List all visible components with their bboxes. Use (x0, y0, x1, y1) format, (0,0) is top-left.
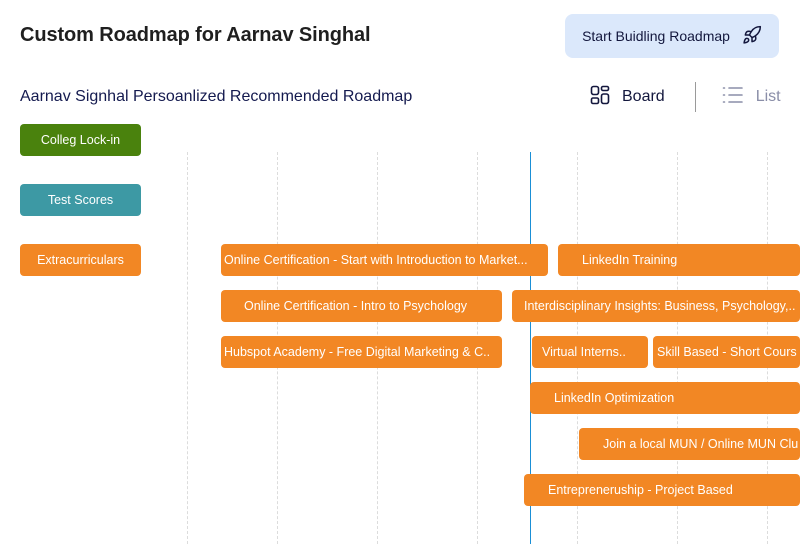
task-label: Virtual Interns.. (542, 345, 626, 359)
category-extracurriculars[interactable]: Extracurriculars (20, 244, 141, 276)
task-label: Online Certification - Intro to Psycholo… (244, 299, 468, 313)
today-marker-line (530, 152, 531, 544)
roadmap-task-bar[interactable]: Virtual Interns.. (532, 336, 648, 368)
timeline-gridline (187, 152, 188, 544)
roadmap-task-bar[interactable]: Entrepreneruship - Project Based (524, 474, 800, 506)
task-label: Online Certification - Start with Introd… (224, 253, 528, 267)
roadmap-task-bar[interactable]: Hubspot Academy - Free Digital Marketing… (221, 336, 502, 368)
task-label: Skill Based - Short Cours (657, 345, 797, 359)
category-label: Extracurriculars (37, 253, 124, 267)
roadmap-task-bar[interactable]: Skill Based - Short Cours (653, 336, 800, 368)
page-title: Custom Roadmap for Aarnav Singhal (20, 24, 371, 46)
roadmap-task-bar[interactable]: Online Certification - Intro to Psycholo… (221, 290, 502, 322)
view-board-tab[interactable]: Board (590, 85, 665, 110)
roadmap-task-bar[interactable]: LinkedIn Training (558, 244, 800, 276)
view-toggle: Board List (590, 82, 781, 112)
task-label: Entrepreneruship - Project Based (548, 483, 733, 497)
task-label: LinkedIn Training (582, 253, 678, 267)
rocket-icon (742, 25, 762, 48)
view-list-label: List (755, 88, 781, 105)
roadmap-task-bar[interactable]: Online Certification - Start with Introd… (221, 244, 548, 276)
category-label: Test Scores (47, 193, 114, 207)
roadmap-subtitle: Aarnav Signhal Persoanlized Recommended … (20, 88, 413, 105)
category-label: Colleg Lock-in (40, 133, 121, 147)
view-list-tab[interactable]: List (722, 86, 781, 109)
view-board-label: Board (622, 88, 665, 105)
start-button-label: Start Buidling Roadmap (582, 28, 730, 44)
roadmap-task-bar[interactable]: Interdisciplinary Insights: Business, Ps… (512, 290, 800, 322)
category-college-lock-in[interactable]: Colleg Lock-in (20, 124, 141, 156)
task-label: LinkedIn Optimization (554, 391, 675, 405)
task-label: Interdisciplinary Insights: Business, Ps… (524, 299, 796, 313)
board-grid-icon (590, 85, 610, 110)
roadmap-task-bar[interactable]: LinkedIn Optimization (530, 382, 800, 414)
task-label: Join a local MUN / Online MUN Clu (603, 437, 799, 451)
view-divider (694, 82, 696, 112)
list-icon (722, 86, 744, 109)
task-label: Hubspot Academy - Free Digital Marketing… (224, 345, 491, 359)
start-building-roadmap-button[interactable]: Start Buidling Roadmap (565, 14, 779, 58)
category-test-scores[interactable]: Test Scores (20, 184, 141, 216)
roadmap-task-bar[interactable]: Join a local MUN / Online MUN Clu (579, 428, 800, 460)
